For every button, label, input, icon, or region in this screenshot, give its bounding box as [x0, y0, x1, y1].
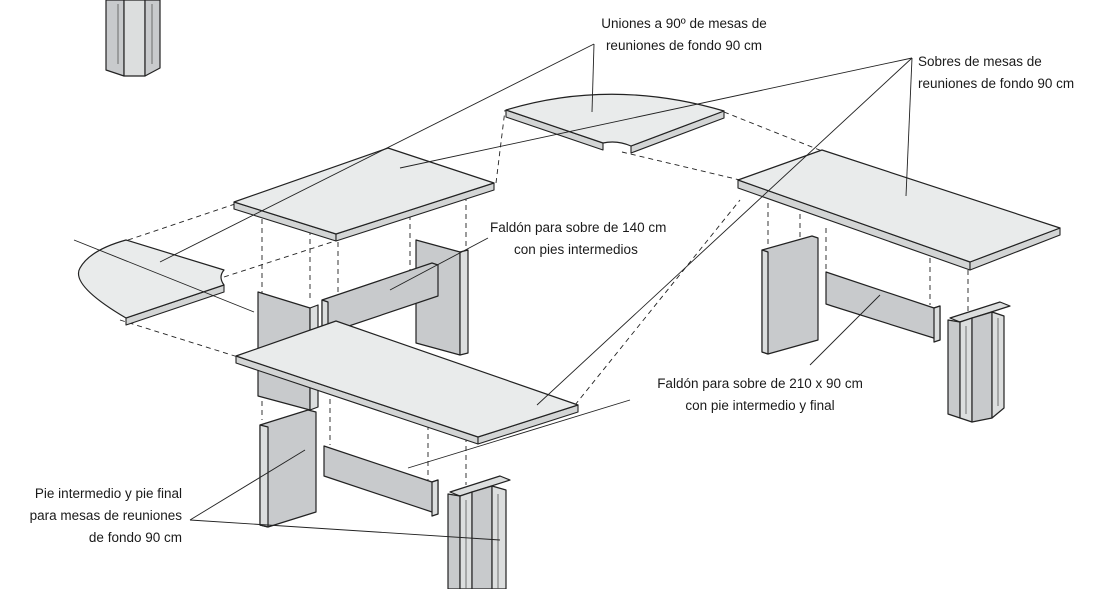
label-sobres: Sobres de mesas de reuniones de fondo 90…: [918, 54, 1074, 91]
tabletop-right: [737, 149, 1061, 271]
tabletop-left: [233, 147, 495, 242]
label-pie-line1: Pie intermedio y pie final: [35, 486, 182, 501]
label-uniones-line2: reuniones de fondo 90 cm: [606, 38, 762, 53]
label-faldon-140-line2: con pies intermedios: [514, 242, 638, 257]
label-sobres-line2: reuniones de fondo 90 cm: [918, 76, 1074, 91]
label-uniones-line1: Uniones a 90º de mesas de: [601, 16, 767, 31]
label-faldon-140-line1: Faldón para sobre de 140 cm: [490, 220, 666, 235]
assembly-guide-lines: [119, 109, 969, 485]
end-leg-front: [447, 475, 511, 589]
label-pie: Pie intermedio y pie final para mesas de…: [30, 486, 183, 545]
union-90-top-back: [505, 93, 725, 154]
label-faldon-140: Faldón para sobre de 140 cm con pies int…: [490, 220, 666, 257]
skirt-210-front: [323, 445, 439, 517]
end-leg-right: [947, 301, 1011, 423]
union-90-top-left: [77, 239, 225, 326]
corner-leg-fragment: [105, 0, 161, 77]
leg-panel-right: [761, 235, 819, 355]
label-uniones: Uniones a 90º de mesas de reuniones de f…: [601, 16, 767, 53]
label-pie-line2: para mesas de reuniones: [30, 508, 183, 523]
label-sobres-line1: Sobres de mesas de: [918, 54, 1042, 69]
tabletop-front: [235, 320, 579, 445]
label-faldon-210: Faldón para sobre de 210 x 90 cm con pie…: [657, 376, 863, 413]
label-faldon-210-line2: con pie intermedio y final: [685, 398, 834, 413]
leg-panel-front: [259, 409, 317, 528]
label-faldon-210-line1: Faldón para sobre de 210 x 90 cm: [657, 376, 863, 391]
label-pie-line3: de fondo 90 cm: [89, 530, 182, 545]
skirt-210-right: [825, 271, 941, 343]
leader-lines: [73, 43, 913, 541]
